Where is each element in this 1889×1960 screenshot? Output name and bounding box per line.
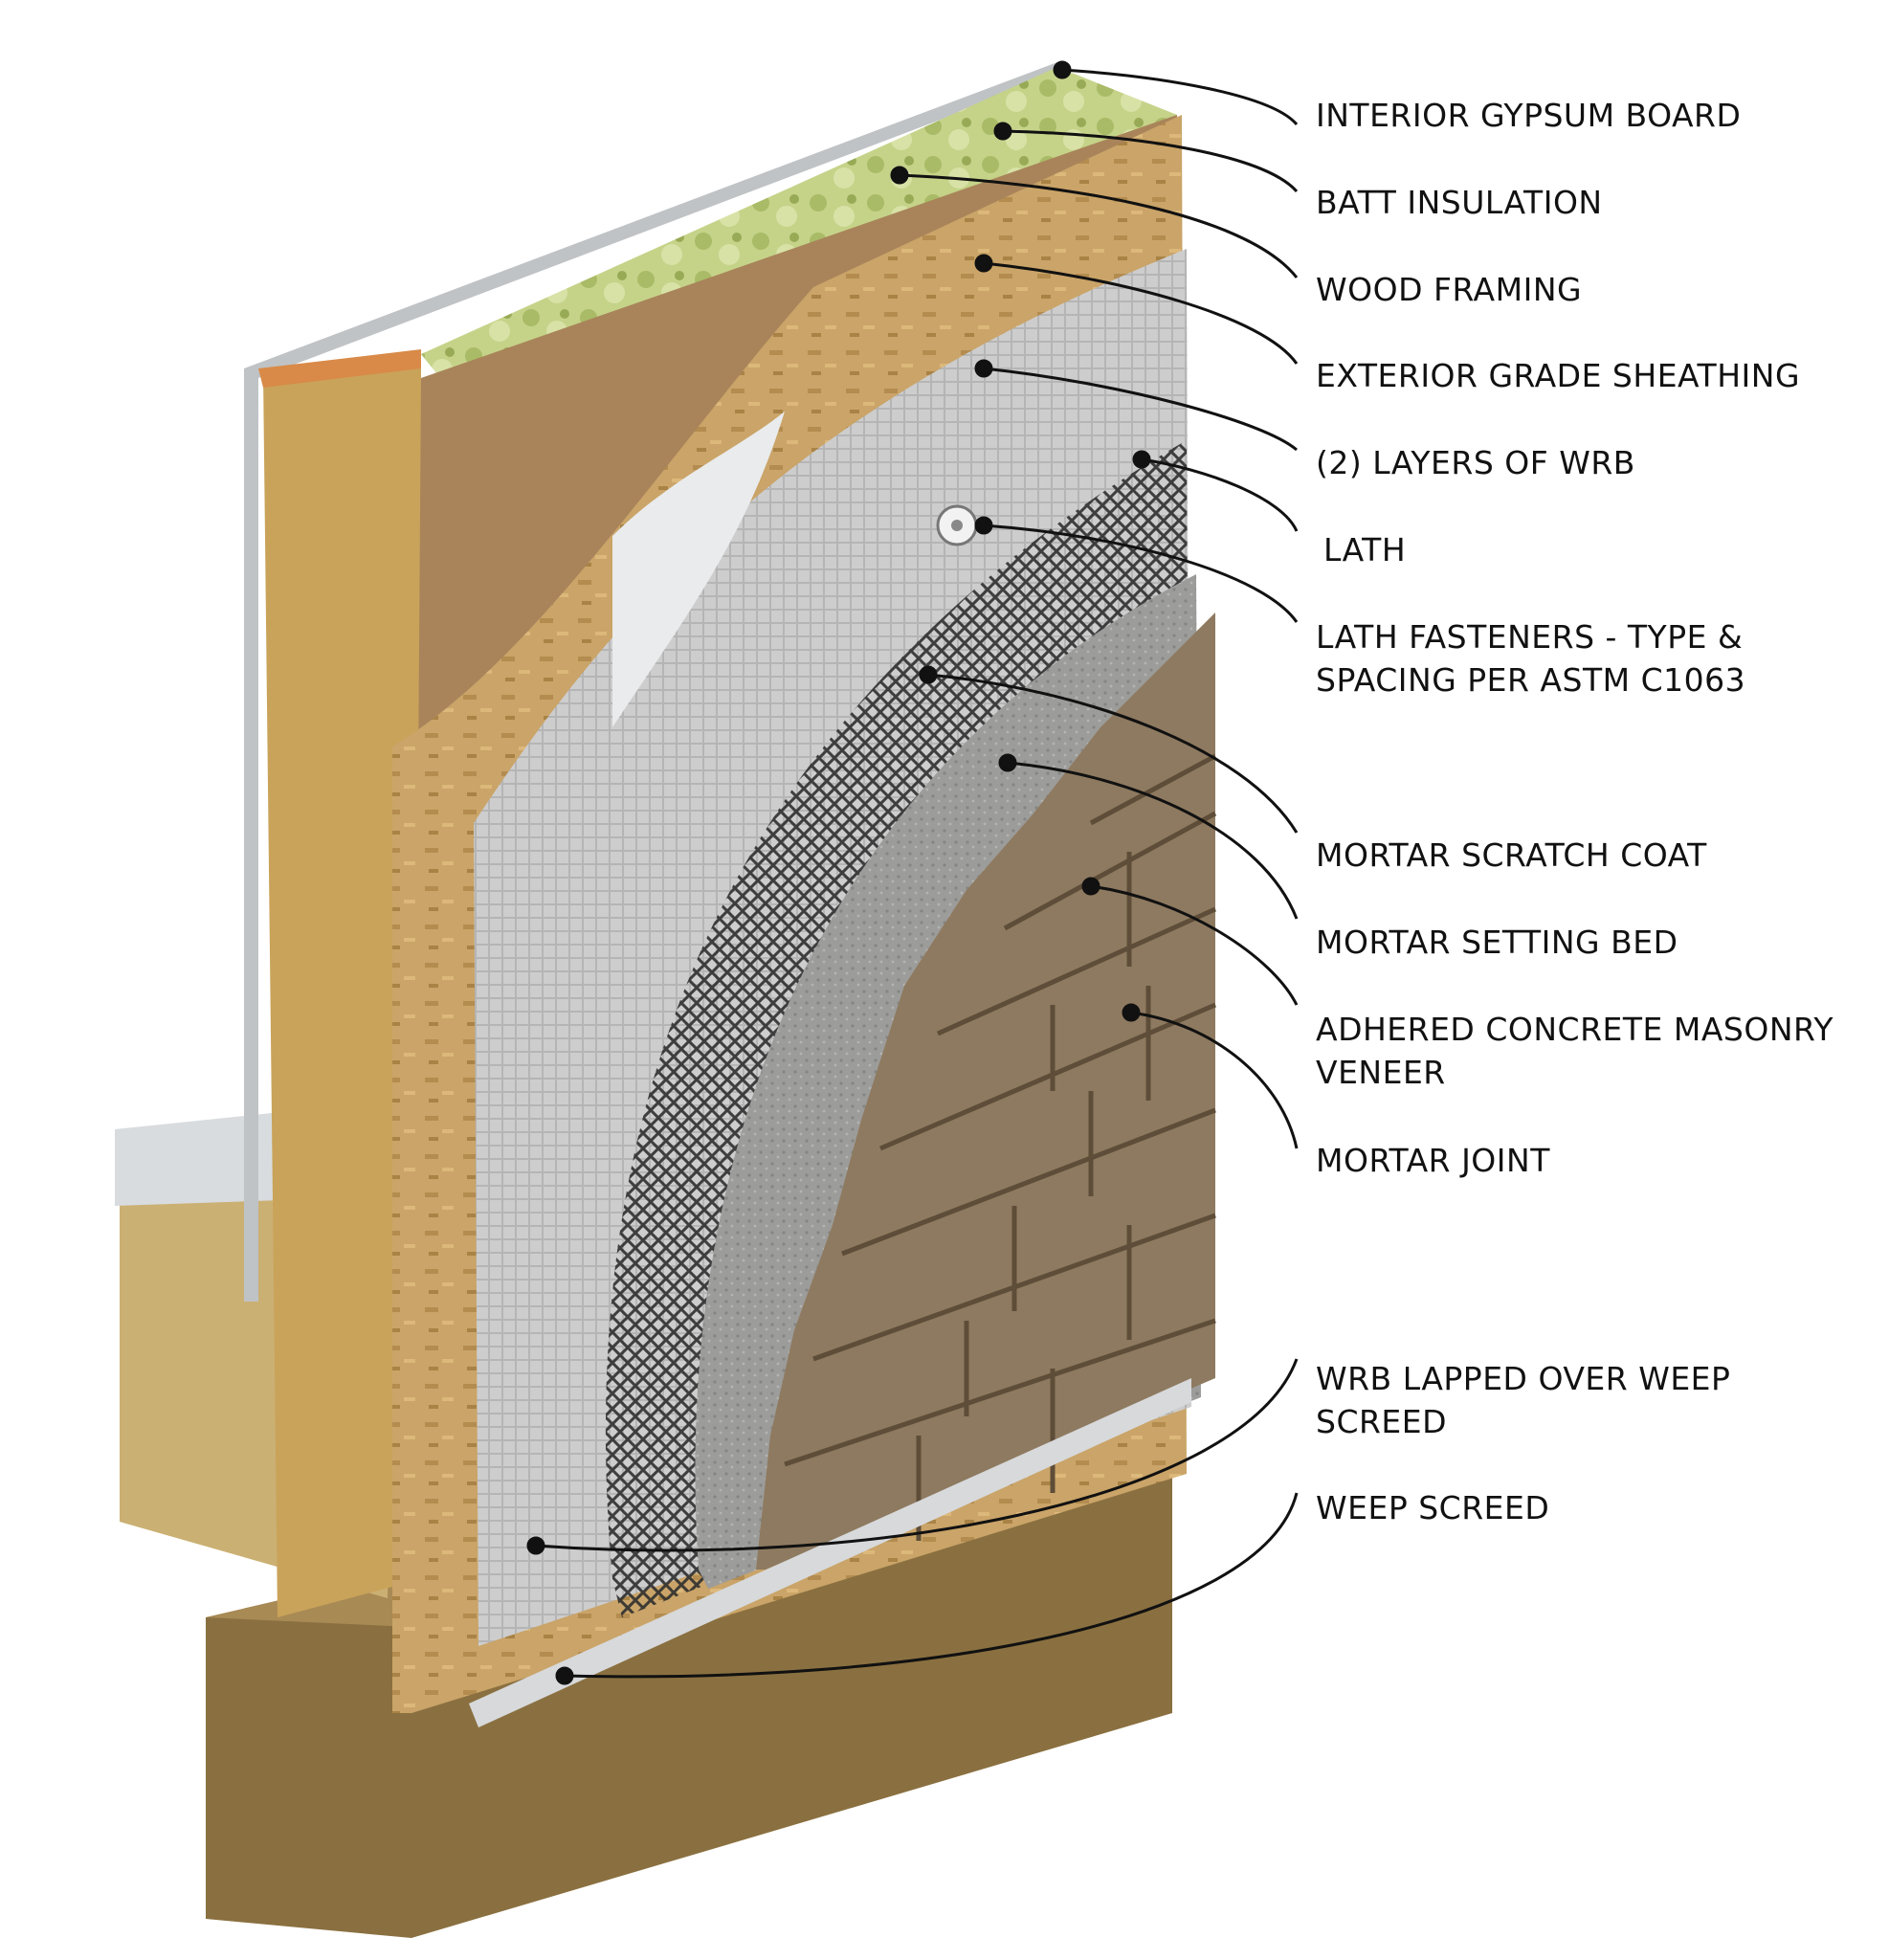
callout-line: WEEP SCREED <box>1316 1489 1550 1526</box>
callout-line: WRB LAPPED OVER WEEP <box>1316 1360 1731 1397</box>
callout-line: EXTERIOR GRADE SHEATHING <box>1316 357 1801 394</box>
leader-lath-fasteners <box>983 523 1299 623</box>
adhered-concrete-masonry-veneer <box>756 612 1215 1570</box>
callout-line: ADHERED CONCRETE MASONRY <box>1316 1011 1833 1048</box>
callout-mortar-joint: MORTAR JOINT <box>1316 1139 1550 1182</box>
leader-lines <box>526 60 1299 1685</box>
leader-adhered-concrete-masonry-veneer <box>1090 884 1299 1006</box>
leader-interior-gypsum-board <box>1061 68 1299 125</box>
callout-exterior-grade-sheathing: EXTERIOR GRADE SHEATHING <box>1316 354 1800 397</box>
leader-mortar-scratch-coat <box>927 673 1299 834</box>
wall-assembly <box>115 62 1217 1938</box>
callout-line: LATH FASTENERS - TYPE & <box>1316 618 1744 656</box>
weep-screed <box>469 1378 1191 1727</box>
callout-mortar-setting-bed: MORTAR SETTING BED <box>1316 921 1678 964</box>
callout-wrb-lapped-over-weep-screed: WRB LAPPED OVER WEEP SCREED <box>1316 1357 1730 1443</box>
leader-exterior-grade-sheathing <box>983 261 1299 365</box>
callout-wood-framing: WOOD FRAMING <box>1316 268 1582 311</box>
leader-batt-insulation <box>1002 129 1299 192</box>
leader-layers-of-wrb <box>983 367 1298 452</box>
leader-weep-screed <box>564 1492 1299 1679</box>
callout-lath: LATH <box>1323 528 1406 571</box>
callout-line: VENEER <box>1316 1054 1446 1091</box>
leader-wood-framing <box>899 173 1299 278</box>
callout-line: SPACING PER ASTM C1063 <box>1316 661 1746 699</box>
leader-mortar-joint <box>1130 1011 1299 1149</box>
callout-line: LATH <box>1323 531 1407 568</box>
callout-interior-gypsum-board: INTERIOR GYPSUM BOARD <box>1316 94 1741 137</box>
callout-line: MORTAR JOINT <box>1316 1142 1550 1179</box>
callout-line: MORTAR SCRATCH COAT <box>1316 836 1707 874</box>
leader-mortar-setting-bed <box>1007 761 1299 920</box>
callout-line: MORTAR SETTING BED <box>1316 924 1678 961</box>
callout-line: SCREED <box>1316 1403 1448 1440</box>
callout-weep-screed: WEEP SCREED <box>1316 1486 1549 1529</box>
callout-line: BATT INSULATION <box>1316 184 1603 221</box>
callout-line: (2) LAYERS OF WRB <box>1316 444 1635 481</box>
leader-wrb-lapped-over-weep-screed <box>535 1358 1299 1552</box>
callout-mortar-scratch-coat: MORTAR SCRATCH COAT <box>1316 834 1707 877</box>
batt-insulation <box>421 67 1177 378</box>
callout-batt-insulation: BATT INSULATION <box>1316 181 1603 224</box>
callout-line: INTERIOR GYPSUM BOARD <box>1316 97 1742 134</box>
wood-stud <box>263 354 421 1617</box>
callout-line: WOOD FRAMING <box>1316 271 1583 308</box>
callout-lath-fasteners: LATH FASTENERS - TYPE & SPACING PER ASTM… <box>1316 615 1745 702</box>
callout-layers-of-wrb: (2) LAYERS OF WRB <box>1316 441 1635 484</box>
callout-adhered-concrete-masonry-veneer: ADHERED CONCRETE MASONRY VENEER <box>1316 1008 1833 1094</box>
leader-lath <box>1141 457 1299 532</box>
